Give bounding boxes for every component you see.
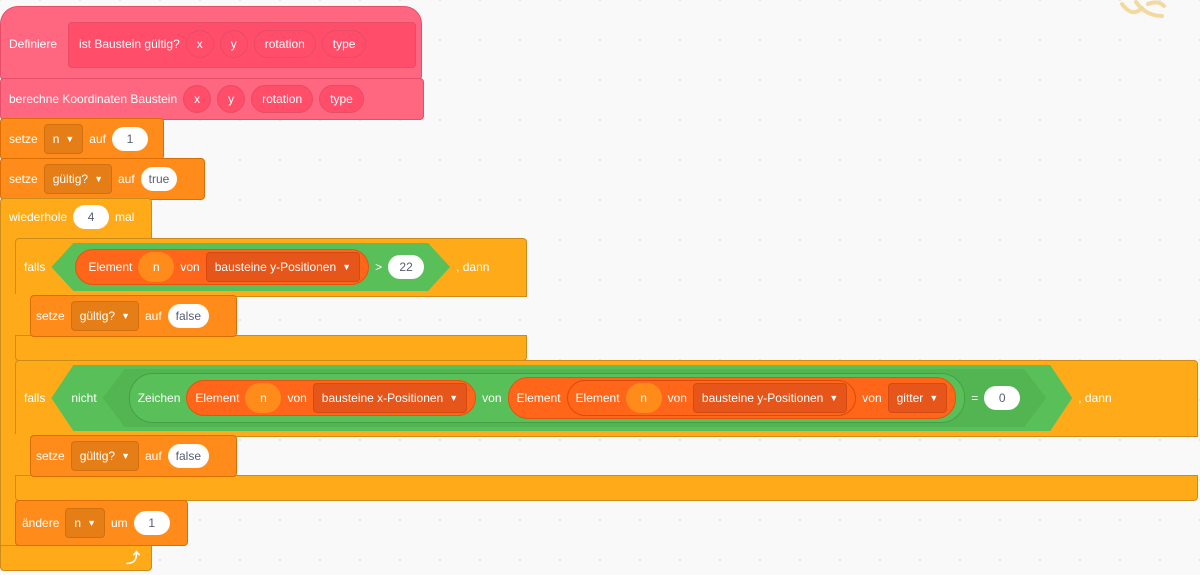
then-label: , dann bbox=[456, 260, 490, 274]
param-y[interactable]: y bbox=[219, 30, 248, 58]
item-label: Element bbox=[88, 260, 133, 274]
letter-of-reporter[interactable]: Zeichen Element n von bausteine x-Positi… bbox=[129, 373, 966, 423]
value-input[interactable]: 1 bbox=[111, 127, 148, 151]
to-label: auf bbox=[144, 309, 162, 323]
arg-type[interactable]: type bbox=[319, 85, 364, 113]
dropdown-arrow-icon: ▼ bbox=[929, 393, 939, 403]
n-variable-reporter[interactable]: n bbox=[138, 252, 174, 282]
item-of-list-reporter[interactable]: Element n von bausteine x-Positionen ▼ bbox=[186, 380, 476, 416]
set-label: setze bbox=[36, 309, 65, 323]
dropdown-arrow-icon: ▼ bbox=[121, 311, 130, 321]
by-label: um bbox=[110, 516, 128, 530]
set-label: setze bbox=[9, 132, 38, 146]
of-label: von bbox=[287, 391, 307, 405]
param-rotation[interactable]: rotation bbox=[253, 30, 316, 58]
variable-name: n bbox=[52, 132, 60, 146]
of-label: von bbox=[482, 391, 502, 405]
variable-dropdown[interactable]: gültig? ▼ bbox=[70, 301, 139, 331]
list-name: bausteine x-Positionen bbox=[321, 391, 444, 405]
operator-symbol: = bbox=[971, 391, 979, 405]
variable-dropdown[interactable]: gültig? ▼ bbox=[43, 164, 112, 194]
dropdown-arrow-icon: ▼ bbox=[829, 393, 839, 403]
if-label: falls bbox=[24, 391, 46, 405]
list-dropdown[interactable]: bausteine y-Positionen ▼ bbox=[693, 383, 847, 413]
of-label: von bbox=[180, 260, 200, 274]
define-label: Definiere bbox=[9, 37, 58, 51]
repeat-arm bbox=[0, 236, 17, 548]
item-label: Element bbox=[195, 391, 240, 405]
of-label: von bbox=[667, 391, 687, 405]
change-label: ändere bbox=[22, 516, 60, 530]
variable-name: gültig? bbox=[52, 172, 89, 186]
dropdown-arrow-icon: ▼ bbox=[65, 134, 75, 144]
dropdown-arrow-icon: ▼ bbox=[87, 518, 96, 528]
greater-than-operator[interactable]: Element n von bausteine y-Positionen▼ > … bbox=[51, 243, 450, 291]
compare-value-input[interactable]: 0 bbox=[984, 386, 1020, 410]
item-of-grid-reporter[interactable]: Element Element n von bausteine y-Positi… bbox=[508, 377, 957, 419]
arg-x[interactable]: x bbox=[183, 85, 212, 113]
procedure-name: ist Baustein gültig? bbox=[79, 37, 180, 51]
if-bottom bbox=[15, 335, 527, 361]
if-label: falls bbox=[24, 260, 46, 274]
equals-operator[interactable]: Zeichen Element n von bausteine x-Positi… bbox=[103, 369, 1047, 427]
repeat-suffix: mal bbox=[115, 210, 135, 224]
list-dropdown[interactable]: gitter ▼ bbox=[888, 383, 948, 413]
dropdown-arrow-icon: ▼ bbox=[121, 451, 130, 461]
if-arm bbox=[15, 294, 31, 336]
value-input[interactable]: false bbox=[167, 444, 210, 468]
dropdown-arrow-icon: ▼ bbox=[449, 393, 459, 403]
n-variable-reporter[interactable]: n bbox=[626, 383, 662, 413]
dropdown-arrow-icon: ▼ bbox=[94, 174, 103, 184]
value-input[interactable]: false bbox=[167, 304, 210, 328]
variable-dropdown[interactable]: n▼ bbox=[65, 508, 105, 538]
of-label: von bbox=[862, 391, 882, 405]
operator-symbol: > bbox=[375, 260, 383, 274]
to-label: auf bbox=[144, 449, 162, 463]
repeat-count-input[interactable]: 4 bbox=[73, 205, 110, 229]
list-dropdown[interactable]: bausteine x-Positionen ▼ bbox=[313, 383, 467, 413]
if-bottom bbox=[15, 475, 1198, 501]
list-dropdown[interactable]: bausteine y-Positionen ▼ bbox=[206, 252, 360, 282]
arg-rotation[interactable]: rotation bbox=[251, 85, 314, 113]
param-type[interactable]: type bbox=[321, 30, 367, 58]
item-of-list-reporter[interactable]: Element n von bausteine y-Positionen ▼ bbox=[75, 249, 369, 285]
list-name: bausteine y-Positionen bbox=[701, 391, 824, 405]
value-input[interactable]: true bbox=[140, 167, 178, 191]
to-label: auf bbox=[117, 172, 135, 186]
variable-name: gültig? bbox=[79, 449, 116, 463]
sprite-watermark-icon bbox=[1120, 0, 1166, 18]
item-of-list-reporter[interactable]: Element n von bausteine y-Positionen ▼ bbox=[567, 380, 857, 416]
arg-y[interactable]: y bbox=[217, 85, 246, 113]
compare-value-input[interactable]: 22 bbox=[388, 255, 424, 279]
loop-arrow-icon: ⤴ bbox=[126, 550, 140, 566]
item-label: Element bbox=[516, 391, 561, 405]
not-operator[interactable]: nicht Zeichen Element n von bausteine x-… bbox=[51, 365, 1072, 431]
not-label: nicht bbox=[71, 391, 97, 405]
variable-dropdown[interactable]: gültig? ▼ bbox=[70, 441, 139, 471]
call-label: berechne Koordinaten Baustein bbox=[9, 92, 178, 106]
repeat-label: wiederhole bbox=[9, 210, 68, 224]
then-label: , dann bbox=[1078, 391, 1112, 405]
variable-name: gültig? bbox=[79, 309, 116, 323]
if-arm bbox=[15, 434, 31, 476]
variable-name: n bbox=[74, 516, 82, 530]
n-variable-reporter[interactable]: n bbox=[245, 383, 281, 413]
item-label: Element bbox=[575, 391, 620, 405]
list-name: gitter bbox=[896, 391, 924, 405]
letter-label: Zeichen bbox=[137, 391, 181, 405]
dropdown-arrow-icon: ▼ bbox=[342, 262, 352, 272]
value-input[interactable]: 1 bbox=[133, 511, 170, 535]
variable-dropdown[interactable]: n▼ bbox=[43, 124, 84, 154]
param-x[interactable]: x bbox=[185, 30, 214, 58]
set-label: setze bbox=[9, 172, 38, 186]
set-label: setze bbox=[36, 449, 65, 463]
to-label: auf bbox=[89, 132, 106, 146]
list-name: bausteine y-Positionen bbox=[214, 260, 337, 274]
